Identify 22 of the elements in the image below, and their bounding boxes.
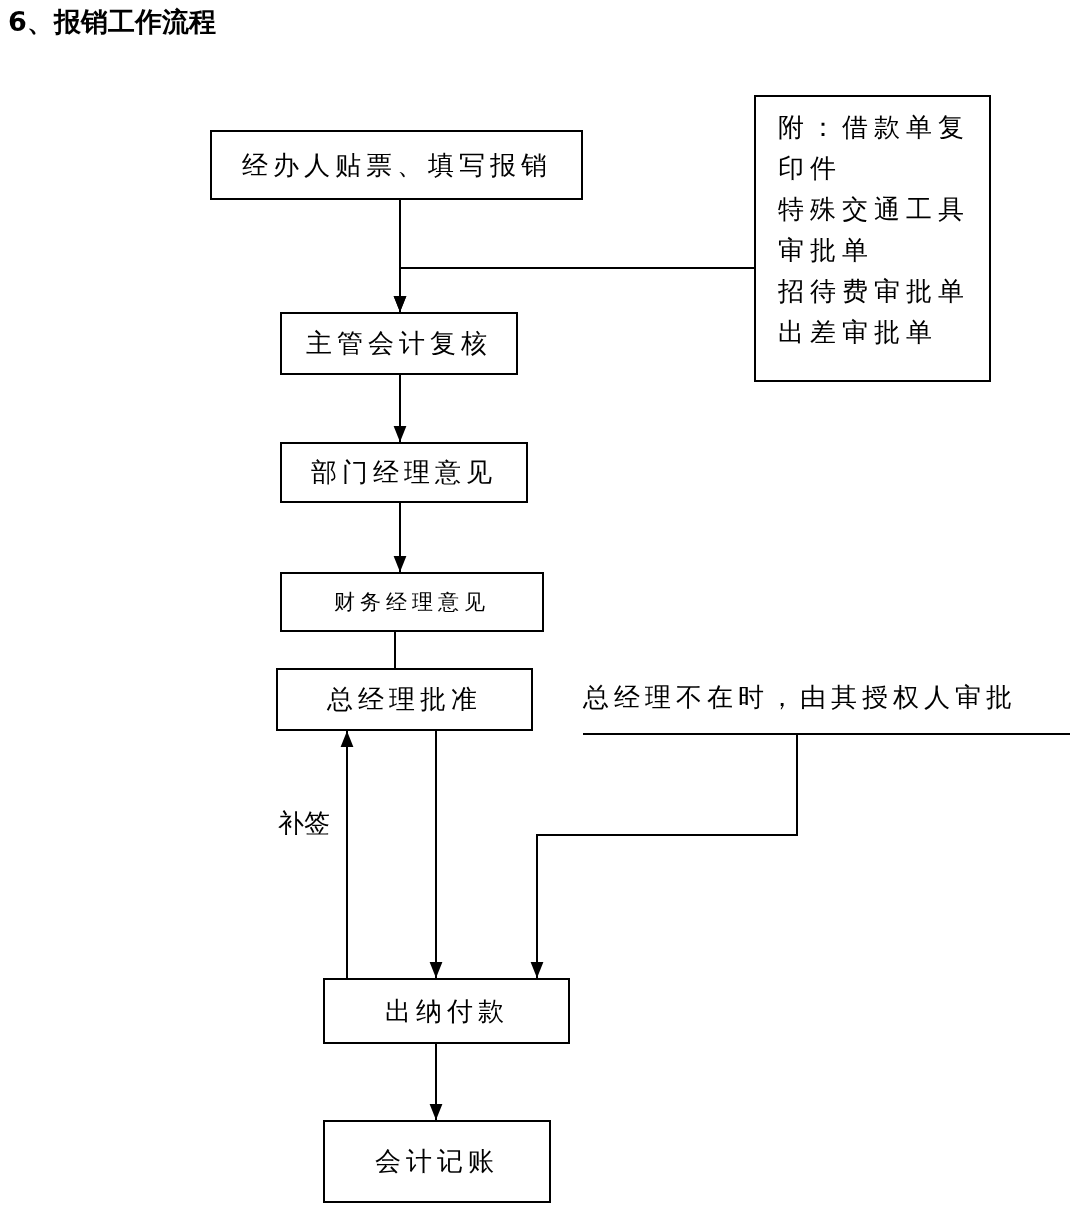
- arrow: [393, 374, 407, 443]
- process-box: 会计记账: [323, 1120, 551, 1203]
- note-text: 附：借款单复印件: [778, 111, 971, 185]
- arrow: [429, 1043, 443, 1121]
- arrow: [429, 730, 443, 979]
- process-box: 主管会计复核: [280, 312, 518, 375]
- note-text: 出差审批单: [778, 316, 938, 349]
- arrow: [393, 502, 407, 573]
- process-box: 出纳付款: [323, 978, 570, 1044]
- title: 6、报销工作流程: [8, 5, 216, 39]
- process-box: 部门经理意见: [280, 442, 528, 503]
- note-box: [754, 95, 991, 382]
- process-box: 经办人贴票、填写报销: [210, 130, 583, 200]
- note-text: 特殊交通工具审批单: [778, 193, 971, 267]
- underlined-note: 总经理不在时，由其授权人审批: [583, 680, 1070, 735]
- process-box: 财务经理意见: [280, 572, 544, 632]
- process-box: 总经理批准: [276, 668, 533, 731]
- arrow: [393, 267, 755, 313]
- arrow: [340, 730, 354, 979]
- note-text: 招待费审批单: [778, 275, 970, 308]
- connector-line: [394, 631, 396, 669]
- arrow: [530, 734, 798, 979]
